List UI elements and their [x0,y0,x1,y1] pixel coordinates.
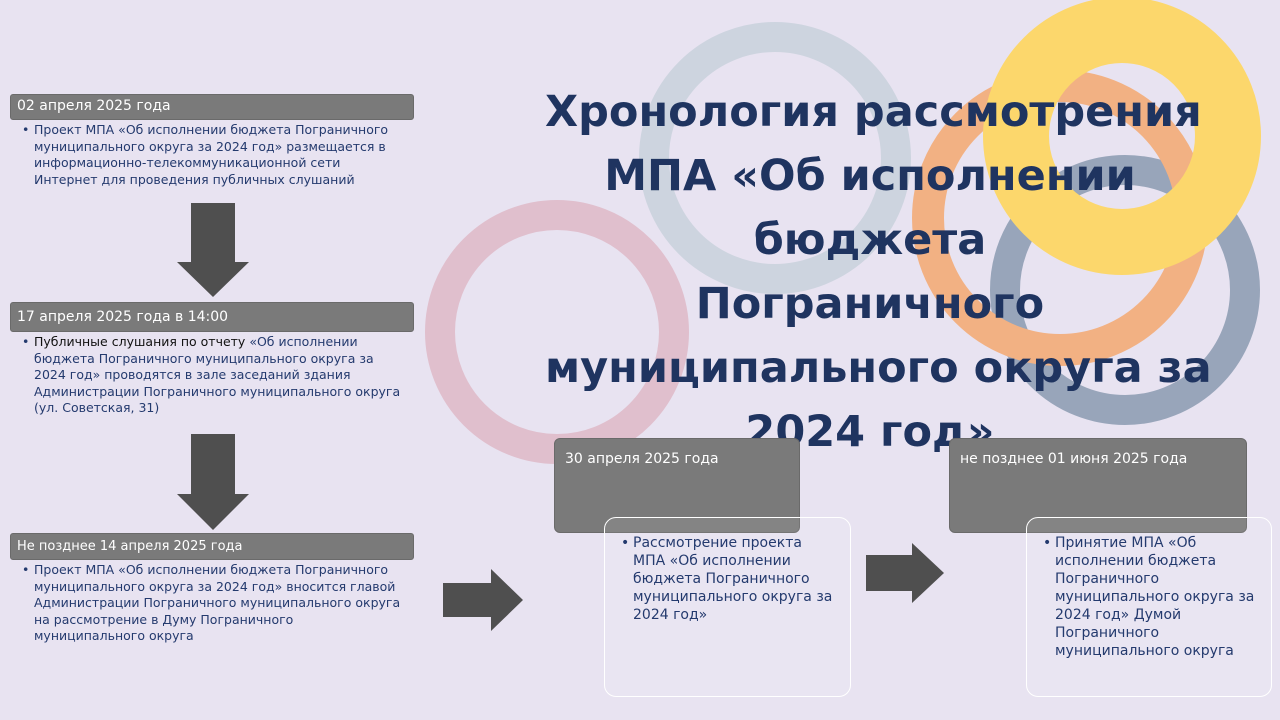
step-4-description: Рассмотрение проекта МПА «Об исполнении … [619,534,837,624]
ring-gray-decoration [639,22,911,294]
step-2-description: Публичные слушания по отчету «Об исполне… [20,334,405,417]
step-5-date: не позднее 01 июня 2025 года [960,451,1188,467]
title-line: Хронология рассмотрения [545,87,1202,137]
arrow-right-2-icon [866,543,944,603]
step-4-date: 30 апреля 2025 года [565,451,719,467]
step-3-description: Проект МПА «Об исполнении бюджета Погран… [20,562,405,645]
arrow-down-2-icon [177,434,249,530]
title-line: МПА «Об исполнении [604,151,1136,201]
step-2-date: 17 апреля 2025 года в 14:00 [17,309,229,325]
step-5-card: Принятие МПА «Об исполнении бюджета Погр… [1026,517,1272,697]
step-2-lead: Публичные слушания по отчету [34,334,250,349]
ring-yellow-decoration [983,0,1261,275]
step-3-date-header: Не позднее 14 апреля 2025 года [10,533,414,560]
step-1-date-header: 02 апреля 2025 года [10,94,414,120]
step-1-description: Проект МПА «Об исполнении бюджета Погран… [20,122,405,188]
step-1-date: 02 апреля 2025 года [17,98,171,114]
title-line: муниципального округа за [545,343,1212,393]
arrow-right-1-icon [443,569,523,631]
title-line: бюджета [753,215,987,265]
arrow-down-1-icon [177,203,249,297]
step-2-date-header: 17 апреля 2025 года в 14:00 [10,302,414,332]
step-5-description: Принятие МПА «Об исполнении бюджета Погр… [1041,534,1261,660]
step-4-card: Рассмотрение проекта МПА «Об исполнении … [604,517,851,697]
step-3-date: Не позднее 14 апреля 2025 года [17,539,243,554]
title-line: Пограничного [695,279,1045,329]
ring-slate-decoration [990,155,1260,425]
page-title: Хронология рассмотрения МПА «Об исполнен… [545,80,1212,464]
